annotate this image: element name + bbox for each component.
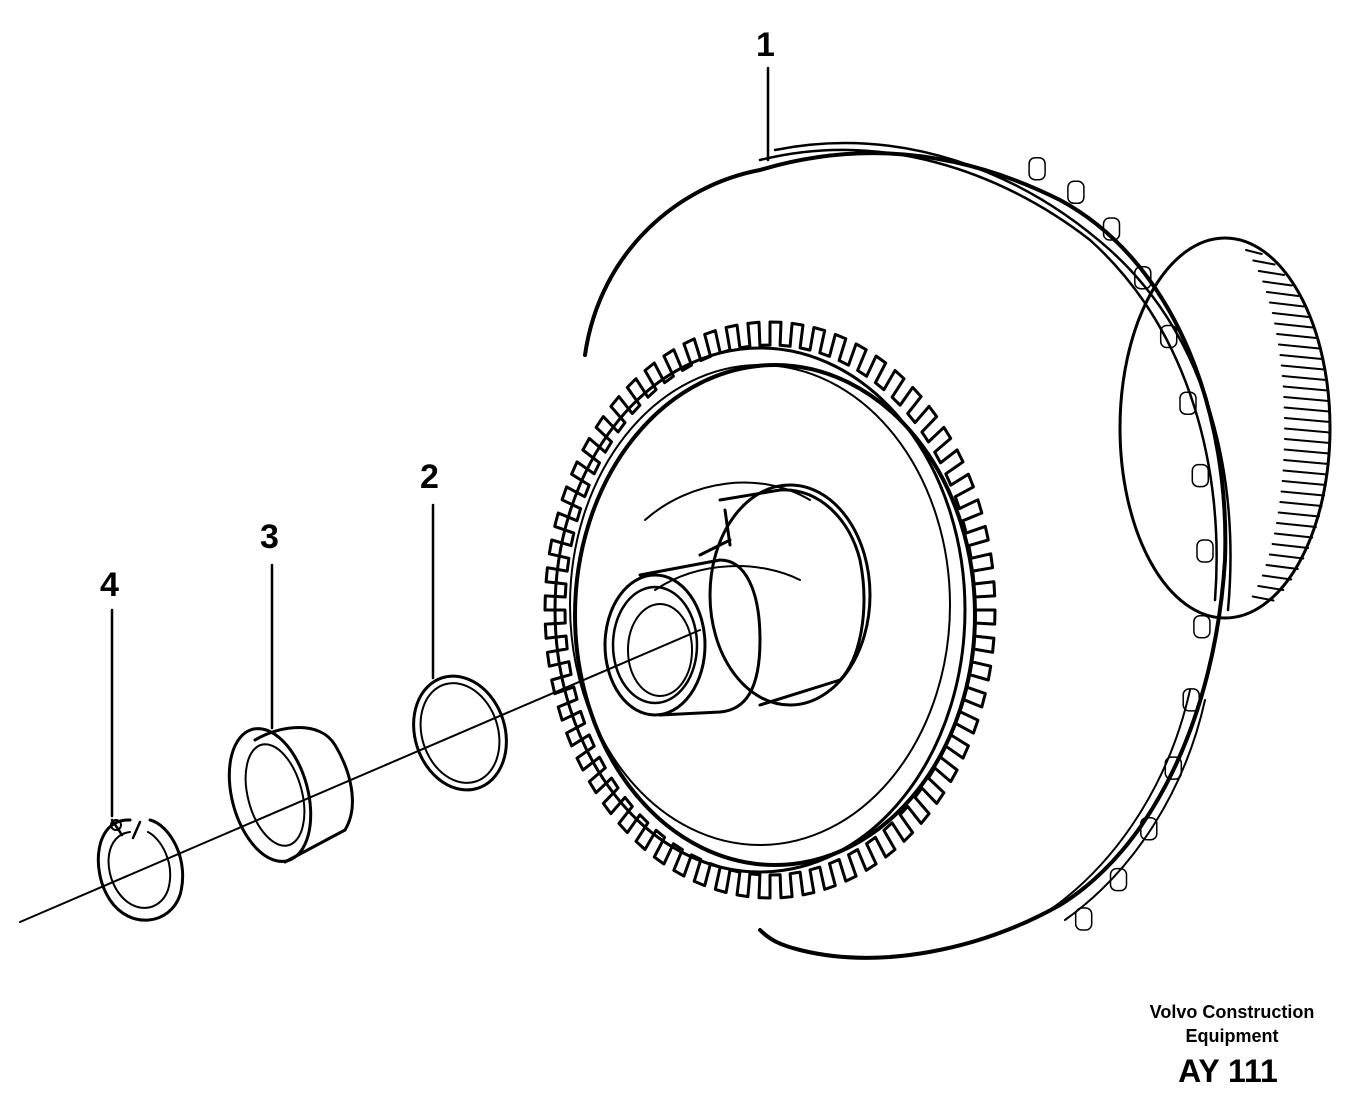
spline-tooth bbox=[1261, 574, 1293, 581]
spline-tooth bbox=[1283, 406, 1331, 413]
callout-4: 4 bbox=[100, 566, 119, 604]
spline-tooth bbox=[1262, 280, 1293, 287]
spline-tooth bbox=[1282, 469, 1329, 476]
spline-tooth bbox=[1274, 322, 1314, 329]
drawing-code: AY 111 bbox=[1178, 1053, 1278, 1089]
spline-tooth bbox=[1245, 249, 1263, 255]
rim-slot bbox=[1067, 180, 1085, 205]
spline-tooth bbox=[1283, 459, 1330, 465]
rim-slot bbox=[1140, 816, 1158, 841]
spline-teeth bbox=[1245, 249, 1331, 602]
spline-tooth bbox=[1281, 375, 1327, 381]
spline-tooth bbox=[1279, 501, 1323, 507]
rim-slot bbox=[1028, 156, 1046, 181]
spline-tooth bbox=[1283, 417, 1331, 423]
rim-slot bbox=[1193, 614, 1211, 639]
spline-tooth bbox=[1283, 396, 1330, 402]
brand-line-1: Volvo Construction bbox=[1150, 1002, 1315, 1022]
brand-line-2: Equipment bbox=[1186, 1026, 1279, 1046]
spline-tooth bbox=[1269, 301, 1305, 308]
spline-tooth bbox=[1268, 553, 1305, 560]
spline-tooth bbox=[1273, 532, 1314, 539]
spline-tooth bbox=[1280, 490, 1325, 497]
spline-tooth bbox=[1279, 354, 1323, 360]
spline-tooth bbox=[1283, 448, 1331, 455]
bushing bbox=[227, 726, 354, 864]
spline-tooth bbox=[1283, 438, 1331, 444]
spline-tooth bbox=[1252, 259, 1276, 266]
rim-slot bbox=[1196, 539, 1214, 563]
spline-tooth bbox=[1257, 585, 1285, 591]
rim-slots bbox=[1028, 156, 1214, 931]
rim-slot bbox=[1191, 463, 1210, 488]
seal-ring bbox=[412, 674, 508, 792]
spline-tooth bbox=[1277, 343, 1321, 350]
rim-slot bbox=[1134, 265, 1152, 290]
rim-slot bbox=[1164, 756, 1183, 780]
outer-housing bbox=[583, 141, 1232, 960]
spline-tooth bbox=[1277, 511, 1320, 518]
callout-3: 3 bbox=[260, 518, 279, 556]
converter-assembly bbox=[543, 141, 1332, 960]
assembly-axis bbox=[19, 629, 701, 923]
rim-slot bbox=[1182, 688, 1200, 712]
spline-tooth bbox=[1284, 427, 1331, 434]
spline-tooth bbox=[1282, 385, 1329, 392]
spline-tooth bbox=[1281, 480, 1327, 486]
rim-slot bbox=[1179, 391, 1197, 415]
rim-slot bbox=[1102, 217, 1121, 241]
spline-tooth bbox=[1265, 291, 1300, 297]
hub bbox=[603, 483, 872, 717]
rim-slot bbox=[1159, 324, 1178, 349]
rear-spline-gear bbox=[1118, 236, 1332, 620]
callout-1: 1 bbox=[756, 26, 775, 64]
spline-tooth bbox=[1271, 543, 1310, 549]
callout-2: 2 bbox=[420, 458, 439, 496]
spline-tooth bbox=[1276, 333, 1318, 339]
circlip bbox=[96, 818, 185, 922]
spline-tooth bbox=[1265, 564, 1299, 570]
front-gear-ring bbox=[543, 320, 997, 900]
spline-tooth bbox=[1257, 270, 1286, 276]
spline-tooth bbox=[1271, 312, 1310, 318]
spline-tooth bbox=[1276, 522, 1317, 528]
leader-lines bbox=[110, 66, 770, 818]
spline-tooth bbox=[1251, 595, 1275, 602]
spline-tooth bbox=[1280, 364, 1326, 371]
rim-slot bbox=[1109, 867, 1128, 892]
rim-slot bbox=[1074, 907, 1093, 931]
